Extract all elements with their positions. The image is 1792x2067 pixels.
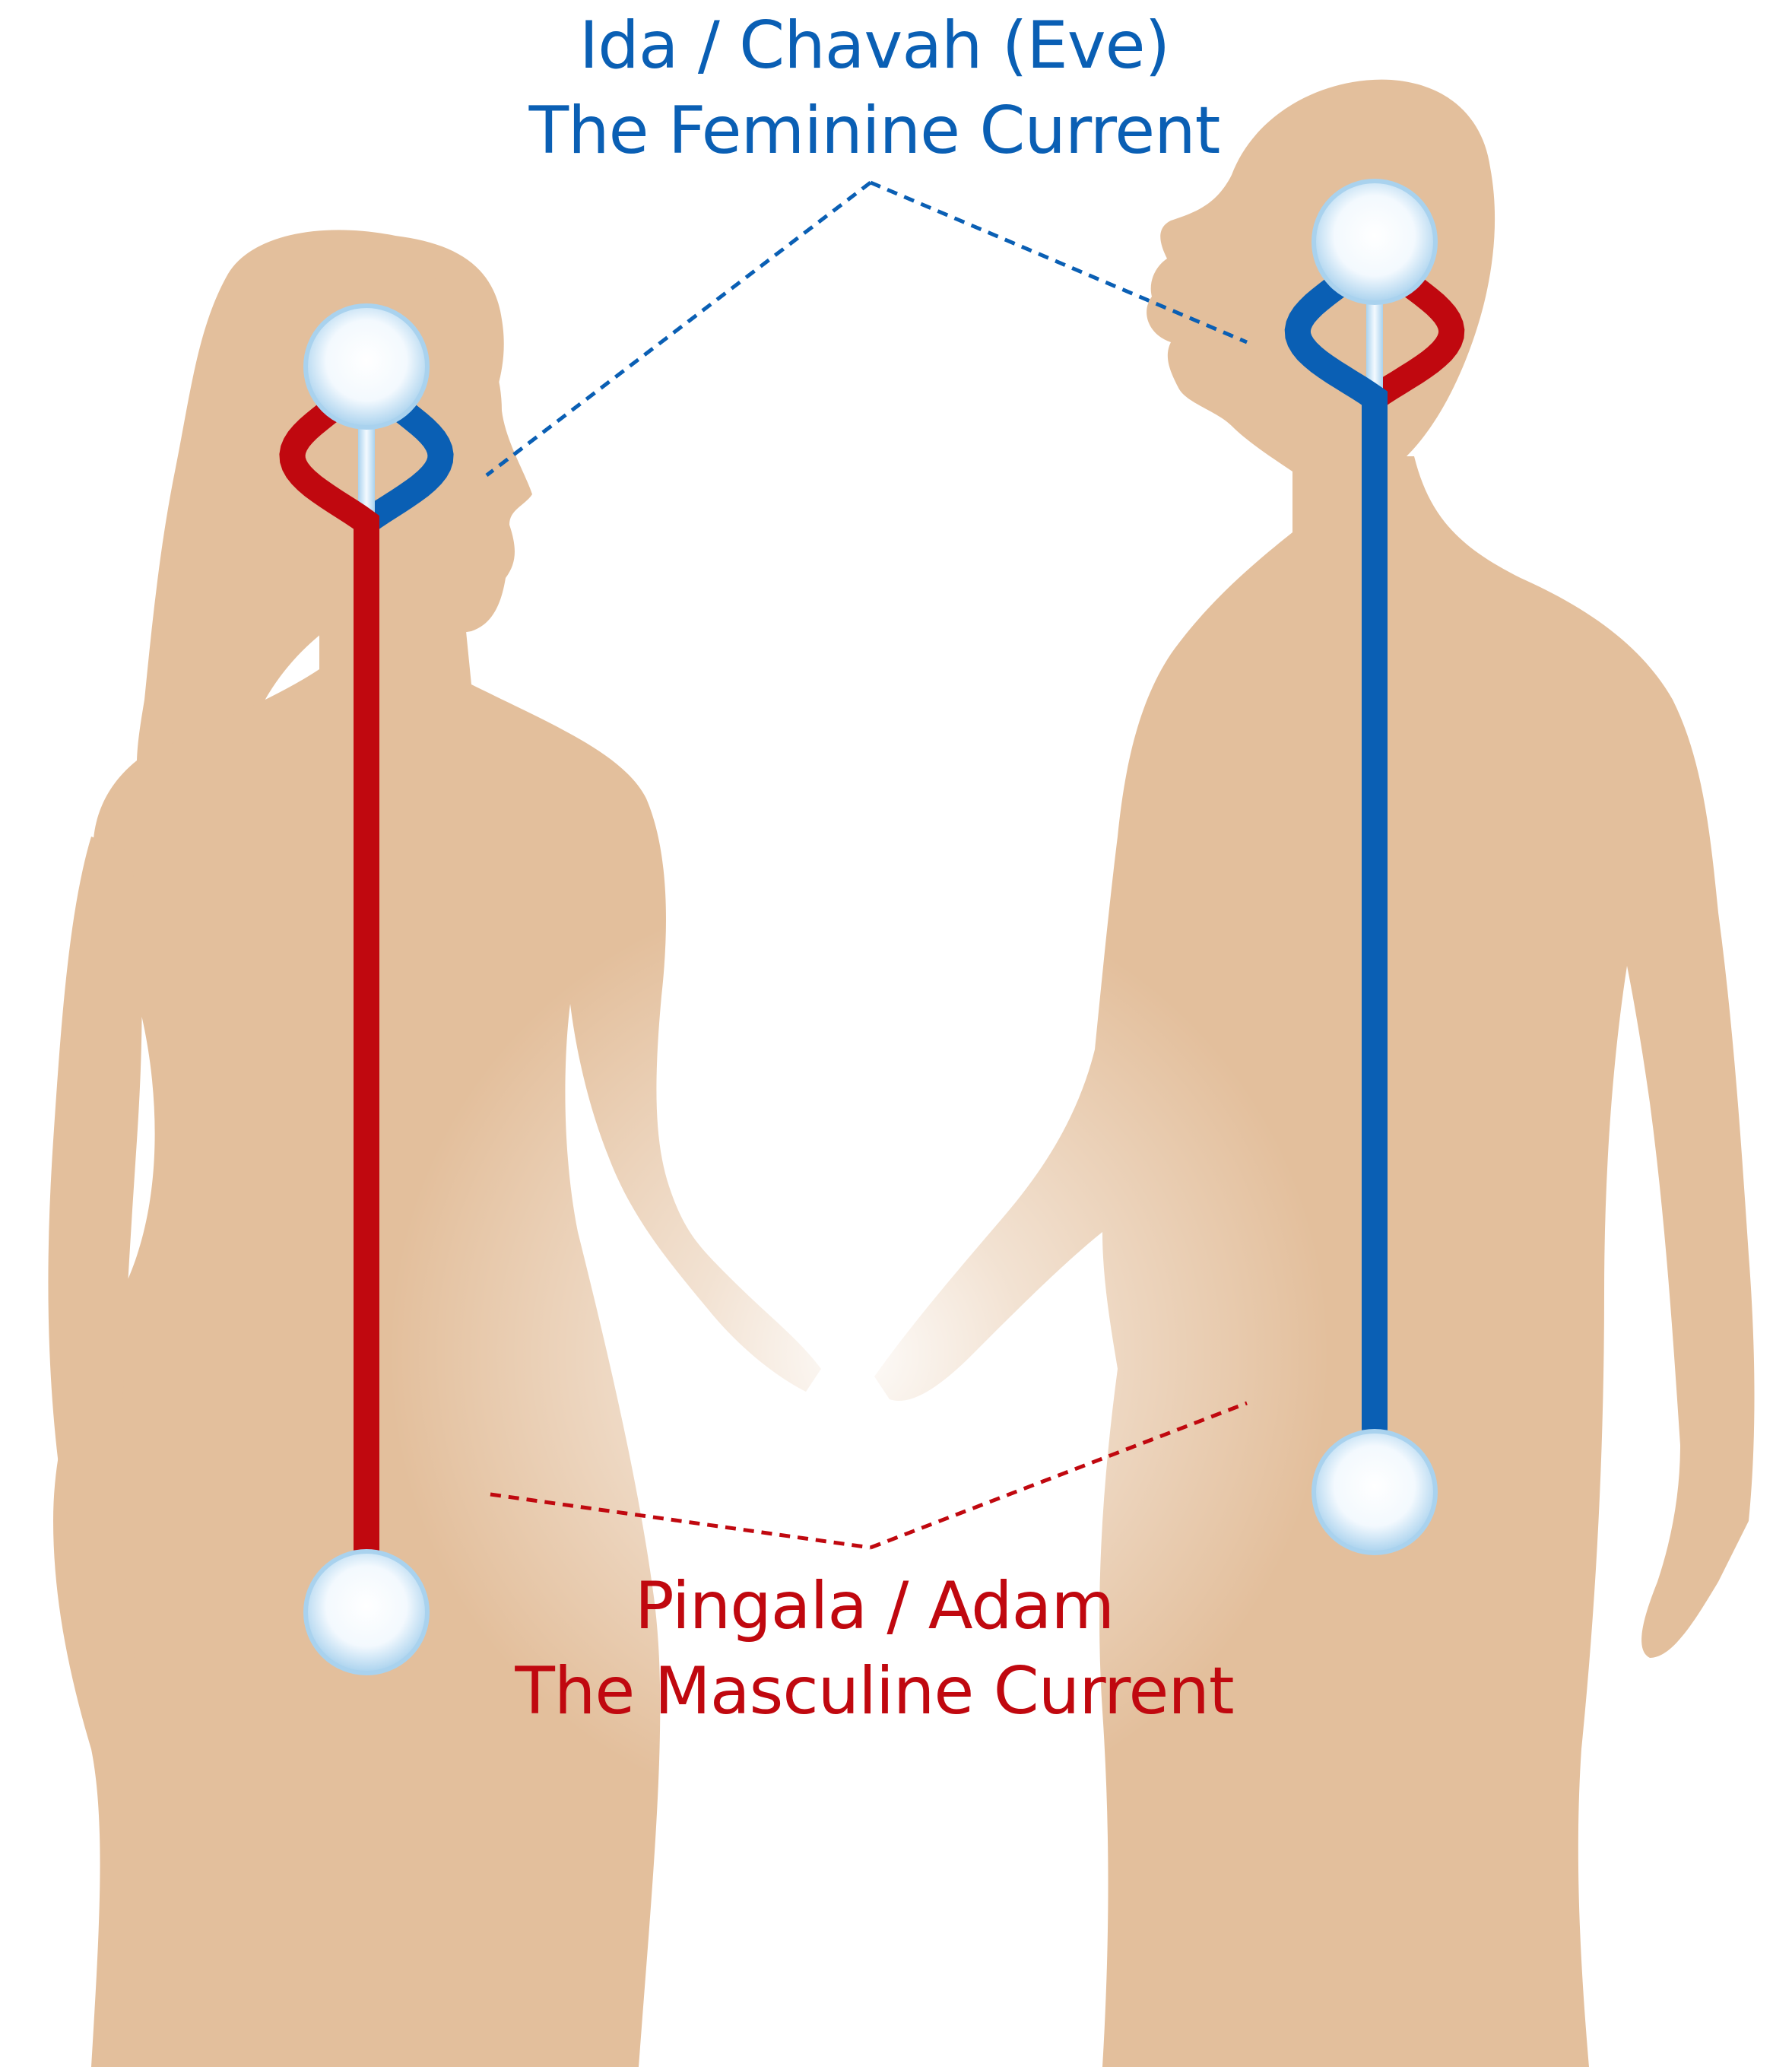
- feminine-label-line2: The Feminine Current: [456, 88, 1292, 173]
- root-node-icon: [306, 1551, 427, 1673]
- crown-node-icon: [1314, 181, 1435, 303]
- feminine-label-line1: Ida / Chavah (Eve): [456, 3, 1292, 88]
- feminine-current-label: Ida / Chavah (Eve) The Feminine Current: [456, 3, 1292, 173]
- crown-node-icon: [306, 306, 427, 427]
- masculine-current-label: Pingala / Adam The Masculine Current: [426, 1564, 1323, 1734]
- root-node-icon: [1314, 1431, 1435, 1553]
- masculine-label-line2: The Masculine Current: [426, 1649, 1323, 1734]
- masculine-label-line1: Pingala / Adam: [426, 1564, 1323, 1649]
